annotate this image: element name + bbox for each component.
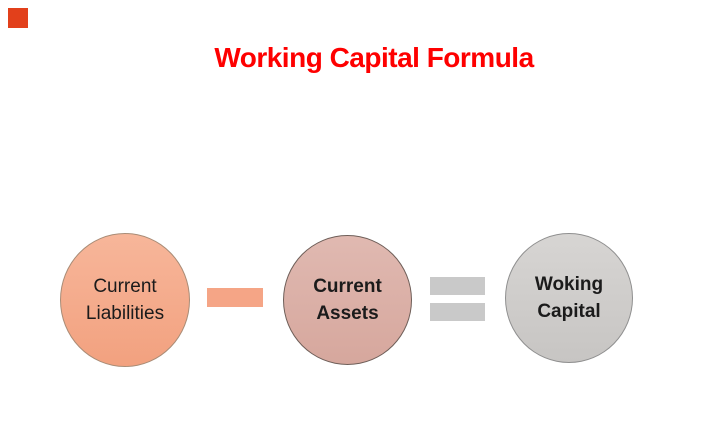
equals-operator-top-bar — [430, 277, 485, 295]
minus-operator — [207, 288, 263, 307]
circle-label-line: Capital — [537, 301, 601, 322]
circle-label-line: Liabilities — [85, 303, 165, 324]
circle-working-capital: Woking Capital — [505, 233, 633, 363]
circle-current-assets: Current Assets — [283, 235, 412, 365]
page-title: Working Capital Formula — [214, 42, 534, 73]
corner-red-square-decoration — [8, 8, 28, 28]
equals-operator-bottom-bar — [430, 303, 485, 321]
circle-label-line: Current — [313, 276, 382, 297]
circle-label-line: Assets — [316, 303, 379, 324]
circle-label-line: Woking — [534, 274, 604, 295]
circle-label-line: Current — [93, 276, 157, 297]
circle-current-liabilities: Current Liabilities — [60, 233, 190, 367]
